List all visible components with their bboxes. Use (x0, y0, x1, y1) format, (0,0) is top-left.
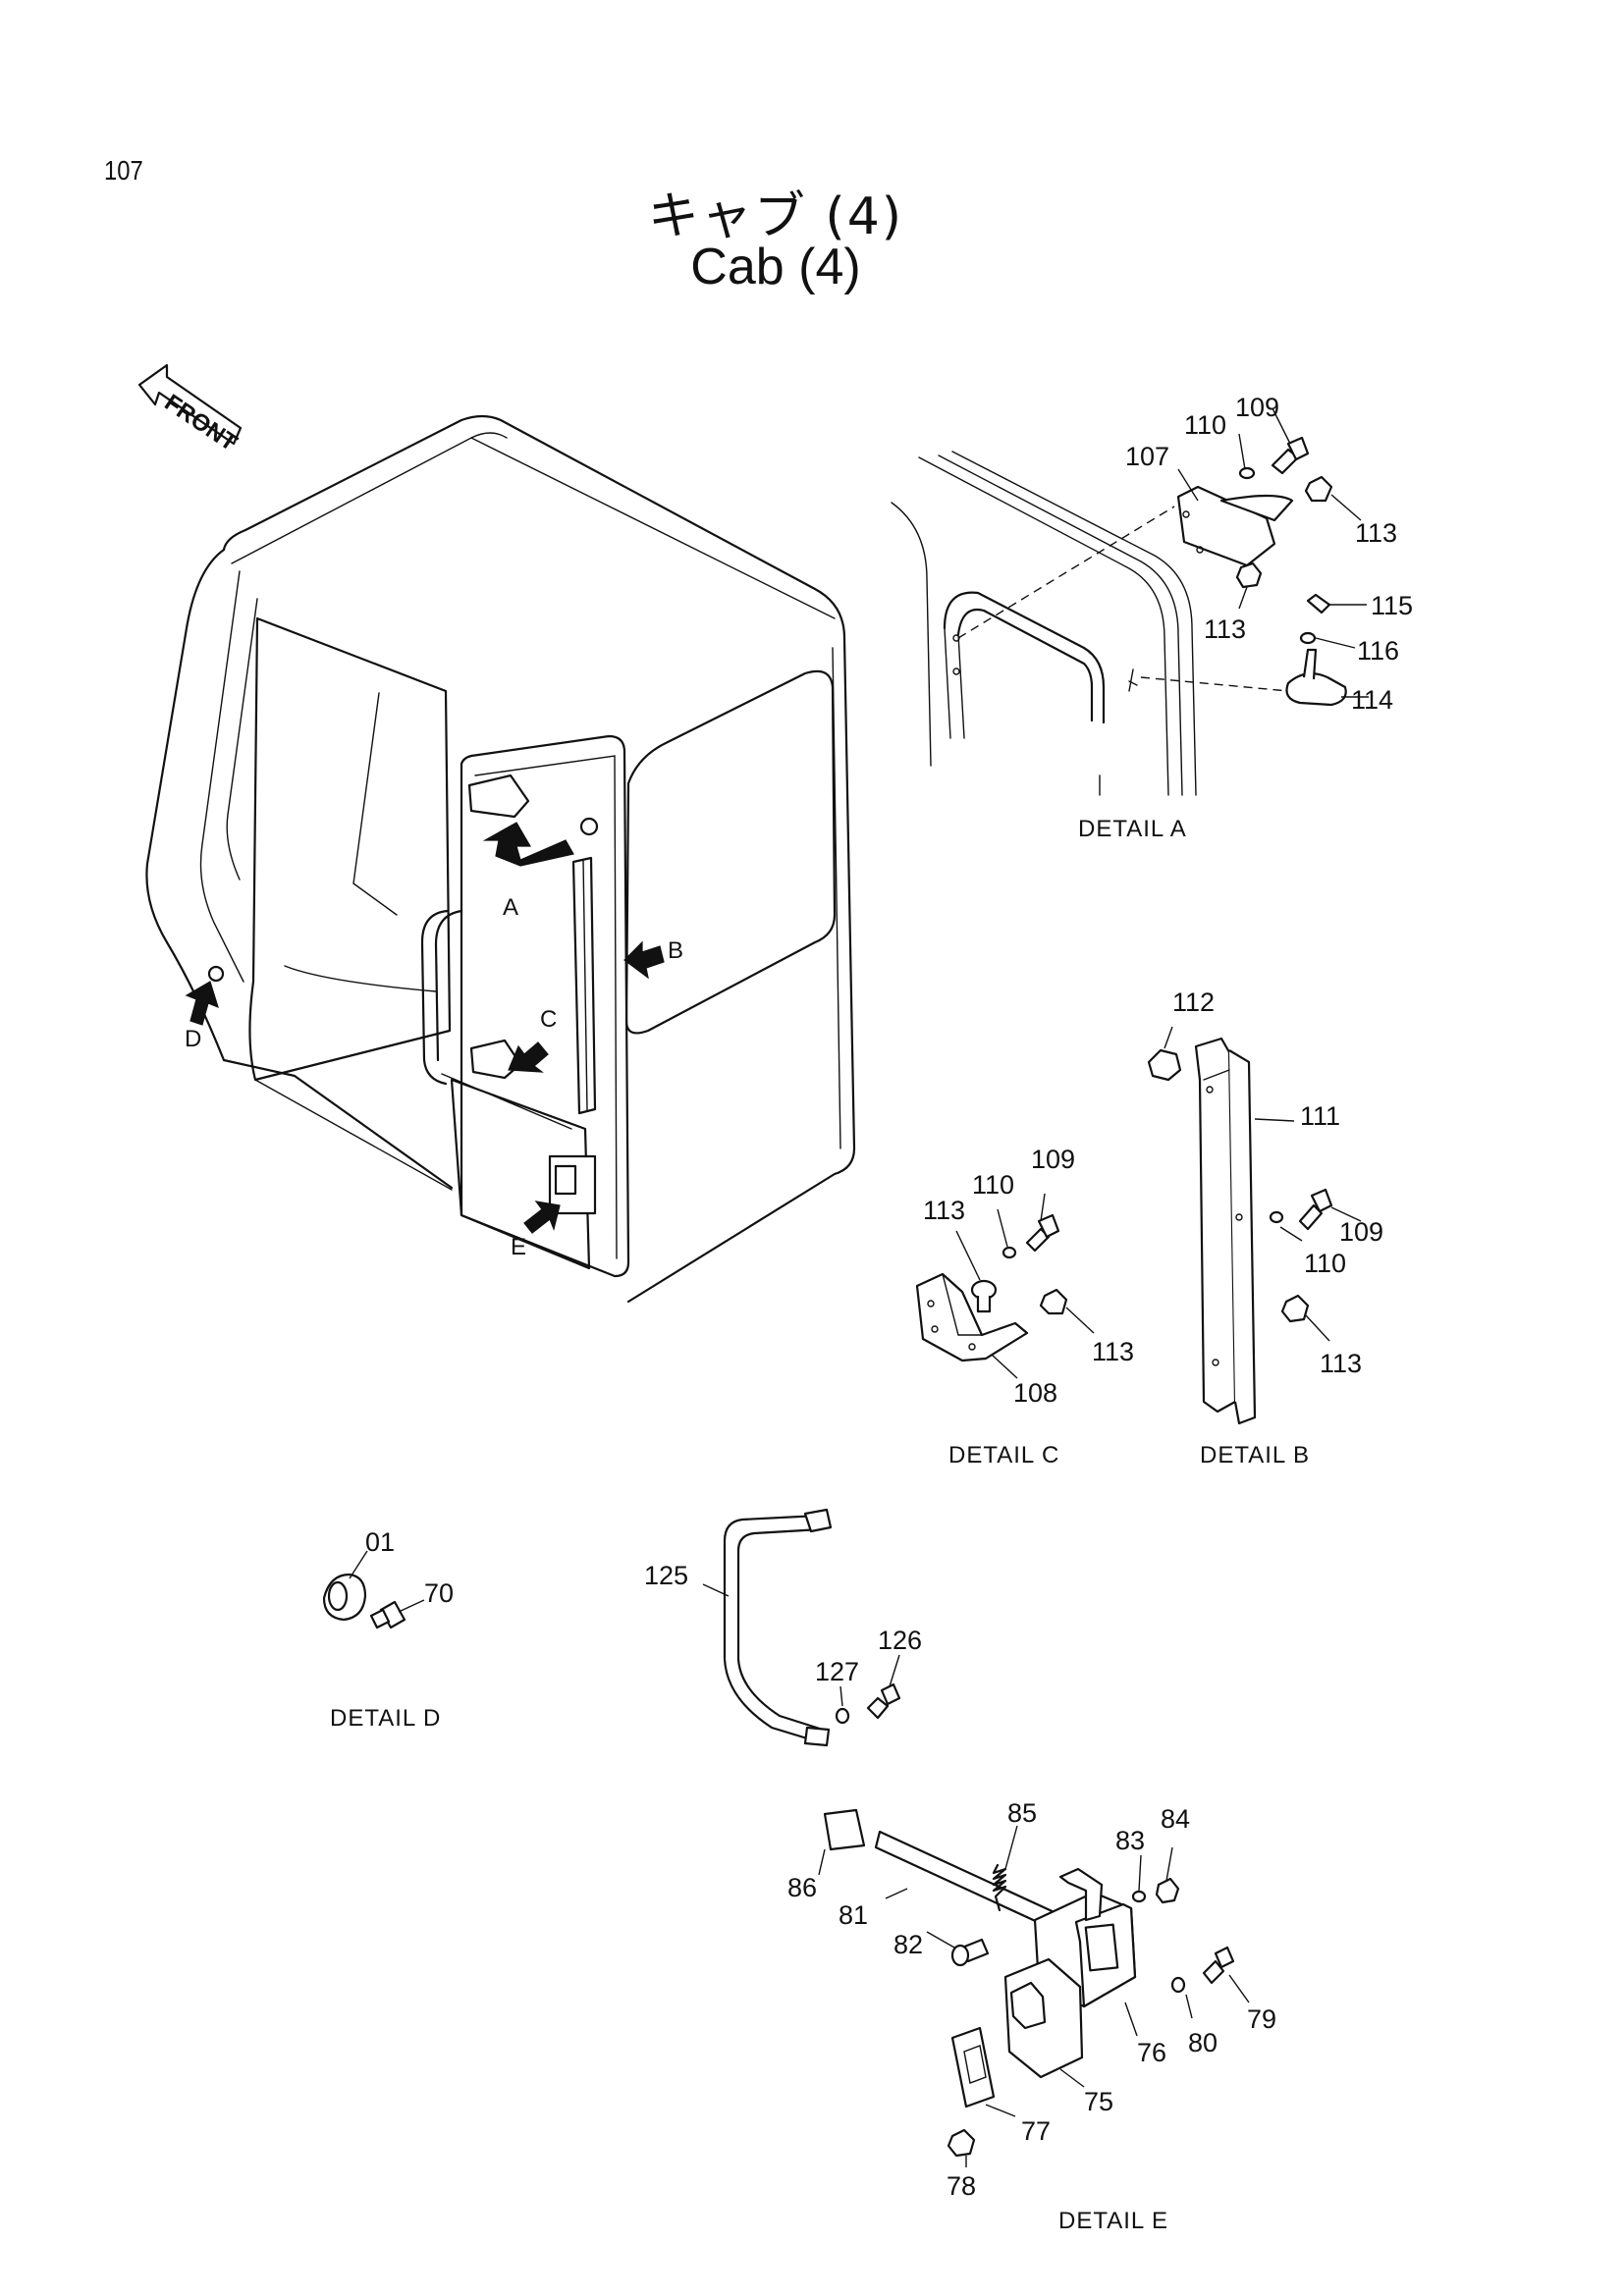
detail-b (1147, 1026, 1362, 1425)
part-label-113: 113 (1320, 1349, 1362, 1378)
part-label-110: 110 (1184, 410, 1226, 440)
part-label-108: 108 (1013, 1378, 1057, 1408)
part-label-84: 84 (1161, 1804, 1190, 1834)
callout-c-arrow-icon: C (508, 1006, 557, 1073)
part-label-113: 113 (1355, 518, 1397, 548)
callout-a-label: A (503, 894, 518, 921)
page-title-english: Cab (4) (690, 239, 861, 295)
cab-assembly (145, 414, 856, 1304)
part-label-80: 80 (1188, 2028, 1218, 2057)
part-label-113: 113 (923, 1196, 965, 1225)
part-label-79: 79 (1247, 2004, 1276, 2034)
part-number-labels: 109 110 107 113 113 115 116 114 112 111 … (365, 393, 1413, 2201)
part-label-127: 127 (815, 1657, 859, 1686)
detail-c (915, 1193, 1095, 1379)
callout-c-label: C (540, 1006, 557, 1033)
callout-e-arrow-icon: E (511, 1201, 561, 1260)
part-label-113: 113 (1204, 614, 1246, 644)
part-label-114: 114 (1351, 685, 1393, 715)
part-label-110: 110 (1304, 1249, 1346, 1278)
part-label-110: 110 (972, 1170, 1014, 1200)
part-label-109: 109 (1235, 393, 1279, 422)
part-label-116: 116 (1357, 636, 1399, 666)
part-label-83: 83 (1115, 1826, 1145, 1855)
part-label-76: 76 (1137, 2038, 1166, 2067)
detail-c-caption: DETAIL C (948, 1442, 1059, 1468)
part-label-70: 70 (424, 1578, 454, 1608)
part-label-113: 113 (1092, 1337, 1134, 1366)
callout-b-label: B (668, 937, 683, 964)
part-label-125: 125 (644, 1561, 688, 1590)
part-label-111: 111 (1300, 1101, 1340, 1131)
detail-d-caption: DETAIL D (330, 1705, 441, 1732)
part-label-85: 85 (1007, 1798, 1037, 1828)
page-number: 107 (104, 155, 143, 186)
part-label-112: 112 (1172, 988, 1215, 1017)
detail-d (322, 1550, 425, 1629)
part-label-126: 126 (878, 1626, 922, 1655)
part-label-75: 75 (1084, 2087, 1113, 2116)
callout-d-label: D (185, 1026, 201, 1052)
callout-e-label: E (511, 1234, 526, 1260)
part-label-78: 78 (947, 2171, 976, 2201)
detail-a (891, 407, 1369, 796)
part-label-77: 77 (1021, 2116, 1051, 2146)
detail-b-caption: DETAIL B (1200, 1442, 1310, 1468)
detail-captions: DETAIL A DETAIL B DETAIL C DETAIL D DETA… (330, 816, 1310, 2234)
part-label-82: 82 (893, 1930, 923, 1959)
part-label-115: 115 (1371, 591, 1413, 620)
detail-e-caption: DETAIL E (1058, 2208, 1168, 2234)
callout-arrows: A B C D E (185, 822, 683, 1260)
front-arrow-icon: FRONT (137, 363, 243, 456)
part-label-81: 81 (839, 1900, 868, 1930)
part-label-01: 01 (365, 1527, 395, 1557)
part-label-86: 86 (787, 1873, 817, 1902)
page-title-japanese: キャブ (4) (647, 187, 904, 246)
detail-e (818, 1808, 1250, 2167)
part-label-109: 109 (1031, 1145, 1075, 1174)
handrail-part-125 (702, 1508, 901, 1747)
part-label-109: 109 (1339, 1217, 1383, 1247)
detail-a-caption: DETAIL A (1078, 816, 1187, 842)
part-label-107: 107 (1125, 442, 1169, 471)
callout-a-arrow-icon: A (482, 822, 574, 921)
callout-d-arrow-icon: D (185, 981, 219, 1052)
callout-b-arrow-icon: B (623, 937, 683, 980)
